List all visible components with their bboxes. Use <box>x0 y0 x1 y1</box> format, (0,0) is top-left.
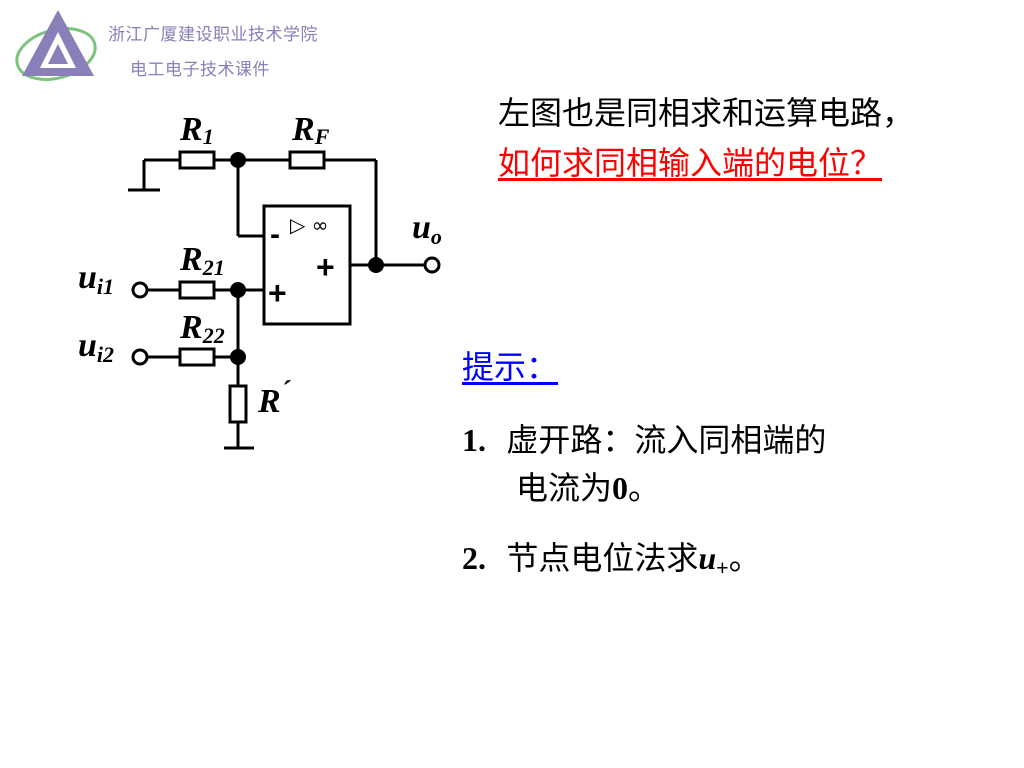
node-r22 <box>230 349 246 365</box>
hint-item-1-cont-text: 电流为 <box>516 469 613 507</box>
opamp-plus-sign: + <box>268 275 287 311</box>
node-r1-rf <box>230 152 246 168</box>
resistor-r1 <box>178 150 216 170</box>
question-text: 左图也是同相求和运算电路， 如何求同相输入端的电位？ <box>498 88 918 188</box>
hint-item-2-sub: + <box>716 555 729 580</box>
label-r1: R1 <box>179 111 214 149</box>
resistor-r-prime <box>228 384 248 424</box>
hint-item-2-var: u <box>698 540 717 576</box>
hint-item-2-end: 。 <box>728 539 761 577</box>
opamp-minus-sign: - <box>270 218 280 251</box>
hint-item-2-text: 节点电位法求 <box>506 539 699 577</box>
opamp-symbol: ▷ ∞ <box>290 213 328 237</box>
hint-item-1-cont-num: 0 <box>612 470 629 506</box>
label-rf: RF <box>291 111 330 149</box>
resistor-rf <box>288 150 326 170</box>
hint-item-1-text: 虚开路：流入同相端的 <box>506 421 827 459</box>
terminal-ui2 <box>131 348 149 366</box>
school-name: 浙江广厦建设职业技术学院 <box>108 25 318 45</box>
label-uo: uo <box>412 209 442 249</box>
hint-item-1-number: 1. <box>462 422 486 458</box>
label-r-prime: R´ <box>257 376 292 420</box>
resistor-r22 <box>178 347 216 367</box>
hint-item-1: 1. 虚开路：流入同相端的 <box>462 415 826 465</box>
hint-item-2: 2. 节点电位法求u+。 <box>462 533 761 593</box>
hint-item-1-cont: 电流为0。 <box>516 463 660 513</box>
label-ui1: ui1 <box>78 259 114 299</box>
node-output <box>368 257 384 273</box>
hint-item-2-number: 2. <box>462 540 486 576</box>
course-name: 电工电子技术课件 <box>130 60 270 80</box>
question-red: 如何求同相输入端的电位？ <box>498 144 883 182</box>
resistor-r21 <box>178 280 216 300</box>
terminal-uo <box>423 256 441 274</box>
hint-item-1-cont-end: 。 <box>628 469 661 507</box>
opamp-output-plus-sign: + <box>316 249 335 285</box>
terminal-ui1 <box>131 281 149 299</box>
school-logo-icon <box>15 10 97 81</box>
hint-title: 提示： <box>462 348 559 386</box>
label-r22: R22 <box>179 309 225 348</box>
node-plus <box>230 282 246 298</box>
question-black: 左图也是同相求和运算电路， <box>498 94 915 132</box>
label-r21: R21 <box>179 241 225 280</box>
label-ui2: ui2 <box>78 327 114 367</box>
